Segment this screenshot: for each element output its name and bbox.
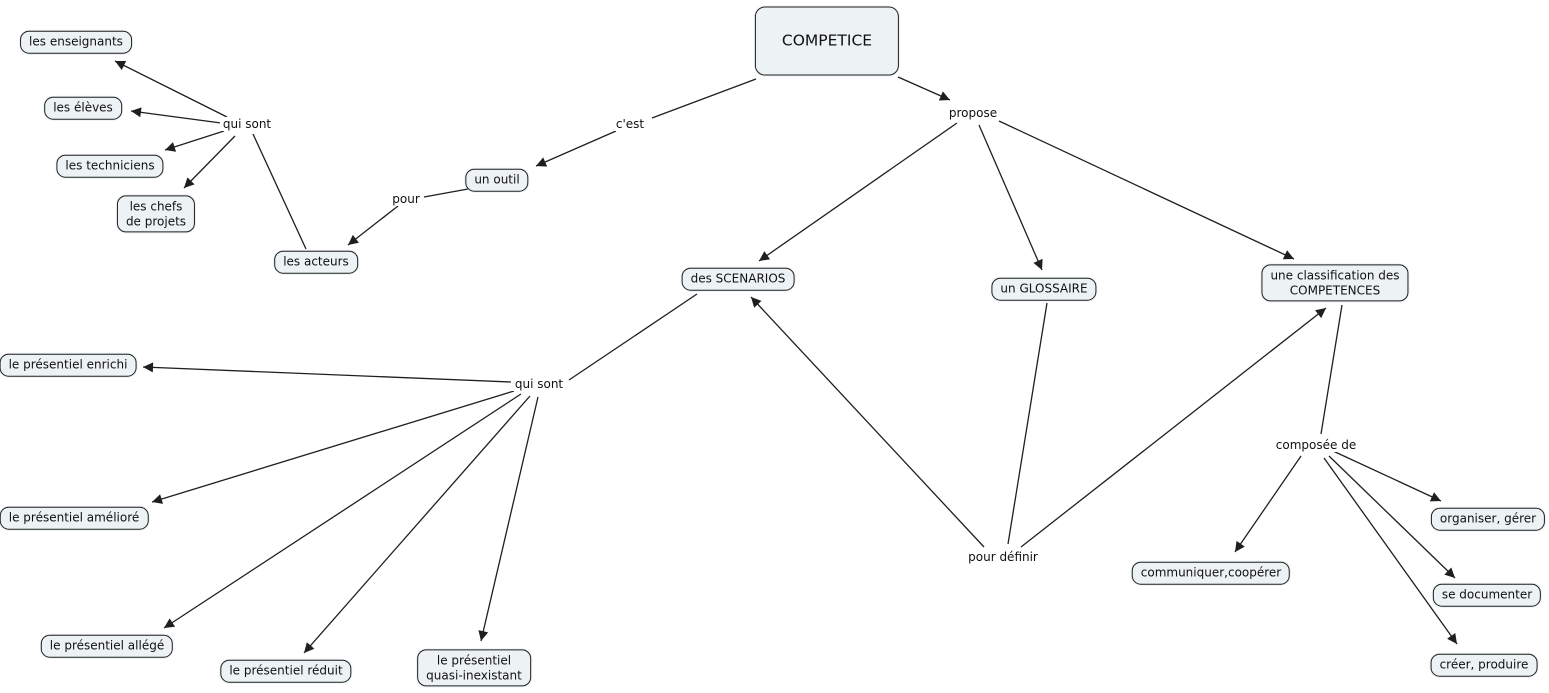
node-les-chefs-de-projets-label-line2: de projets <box>125 214 187 228</box>
node-presentiel-ameliore-label: le présentiel amélioré <box>8 510 140 525</box>
node-classification-competences-label-line1: une classification des <box>1270 268 1400 283</box>
edge-glossaire-to-pourdefinir <box>1007 302 1048 545</box>
node-les-techniciens-label: les techniciens <box>65 158 155 173</box>
edge-competice-to-propose <box>897 76 951 101</box>
edge-propose-to-competences <box>998 120 1295 260</box>
edge-quisontb-to-ameliore <box>151 390 515 504</box>
edge-outil-to-pour <box>423 188 469 198</box>
node-organiser-gerer[interactable]: organiser, gérer <box>1430 507 1546 531</box>
edge-acteurs-to-quisont-top <box>252 133 307 250</box>
node-les-enseignants-label: les enseignants <box>29 34 123 49</box>
edge-quisontb-to-reduit <box>303 395 531 654</box>
node-classification-competences[interactable]: une classification des COMPETENCES <box>1261 264 1409 302</box>
node-competice-label: COMPETICE <box>781 31 873 50</box>
node-presentiel-allege[interactable]: le présentiel allégé <box>40 634 174 658</box>
node-des-scenarios-label: des SCENARIOS <box>690 271 786 286</box>
node-presentiel-quasi-inexistant[interactable]: le présentiel quasi-inexistant <box>417 649 531 687</box>
link-label-qui-sont-bottom[interactable]: qui sont <box>511 377 567 391</box>
node-se-documenter[interactable]: se documenter <box>1432 583 1542 607</box>
node-communiquer-cooperer[interactable]: communiquer,coopérer <box>1131 561 1291 585</box>
link-label-composee-de[interactable]: composée de <box>1272 438 1360 452</box>
node-se-documenter-label: se documenter <box>1441 587 1533 602</box>
edge-quisont-to-techniciens <box>164 130 225 152</box>
edge-competice-to-cest <box>651 78 757 119</box>
node-les-enseignants[interactable]: les enseignants <box>20 30 132 54</box>
edge-composee-to-documenter <box>1328 455 1456 579</box>
edge-quisont-to-enseignants <box>114 60 228 118</box>
link-label-qui-sont-top[interactable]: qui sont <box>219 117 275 131</box>
edge-composee-to-communiquer <box>1234 455 1302 553</box>
node-creer-produire-label: créer, produire <box>1439 657 1529 672</box>
node-les-eleves[interactable]: les élèves <box>44 96 122 120</box>
edge-composee-to-creer <box>1323 457 1458 645</box>
node-presentiel-reduit[interactable]: le présentiel réduit <box>220 659 352 683</box>
edge-quisontb-to-quasi <box>478 396 539 642</box>
node-les-acteurs[interactable]: les acteurs <box>274 250 358 274</box>
node-les-chefs-de-projets-label-line1: les chefs <box>129 199 183 214</box>
node-les-acteurs-label: les acteurs <box>283 254 349 269</box>
edge-pourdefinir-to-scenarios <box>750 296 985 548</box>
edge-quisont-to-eleves <box>130 107 222 124</box>
edge-competences-to-composee <box>1320 304 1343 435</box>
node-presentiel-allege-label: le présentiel allégé <box>49 638 165 653</box>
edge-cest-to-outil <box>535 130 617 167</box>
link-label-pour[interactable]: pour <box>389 192 423 206</box>
node-presentiel-enrichi[interactable]: le présentiel enrichi <box>0 353 137 377</box>
edge-propose-to-scenarios <box>758 122 958 262</box>
edge-quisont-to-chefs <box>183 135 236 189</box>
edge-pourdefinir-to-competences <box>1020 307 1327 548</box>
node-creer-produire[interactable]: créer, produire <box>1430 653 1538 677</box>
edge-quisontb-to-allege <box>163 393 522 629</box>
node-des-scenarios[interactable]: des SCENARIOS <box>681 267 795 291</box>
link-label-cest[interactable]: c'est <box>612 117 648 131</box>
node-un-glossaire[interactable]: un GLOSSAIRE <box>991 277 1097 301</box>
edge-pour-to-acteurs <box>347 205 399 246</box>
node-presentiel-quasi-inexistant-label-line2: quasi-inexistant <box>426 668 522 682</box>
node-les-techniciens[interactable]: les techniciens <box>56 154 164 178</box>
node-presentiel-ameliore[interactable]: le présentiel amélioré <box>0 506 149 530</box>
link-label-pour-definir[interactable]: pour définir <box>965 550 1041 564</box>
node-presentiel-enrichi-label: le présentiel enrichi <box>8 357 128 372</box>
edge-propose-to-glossaire <box>978 124 1043 271</box>
node-classification-competences-label-line2: COMPETENCES <box>1289 283 1381 297</box>
node-presentiel-reduit-label: le présentiel réduit <box>229 663 343 678</box>
node-un-glossaire-label: un GLOSSAIRE <box>1000 281 1088 296</box>
node-presentiel-quasi-inexistant-label-line1: le présentiel <box>436 653 512 668</box>
edge-quisontb-to-enrichi <box>142 362 512 383</box>
link-label-propose[interactable]: propose <box>945 106 1001 120</box>
node-les-chefs-de-projets[interactable]: les chefs de projets <box>116 195 196 233</box>
edge-scenarios-to-quisont-bottom <box>568 293 698 381</box>
node-les-eleves-label: les élèves <box>53 100 113 115</box>
edge-composee-to-organiser <box>1332 450 1442 502</box>
node-competice[interactable]: COMPETICE <box>754 6 900 76</box>
node-communiquer-cooperer-label: communiquer,coopérer <box>1140 565 1282 580</box>
node-un-outil[interactable]: un outil <box>465 168 529 192</box>
node-un-outil-label: un outil <box>474 172 520 187</box>
node-organiser-gerer-label: organiser, gérer <box>1439 511 1537 526</box>
